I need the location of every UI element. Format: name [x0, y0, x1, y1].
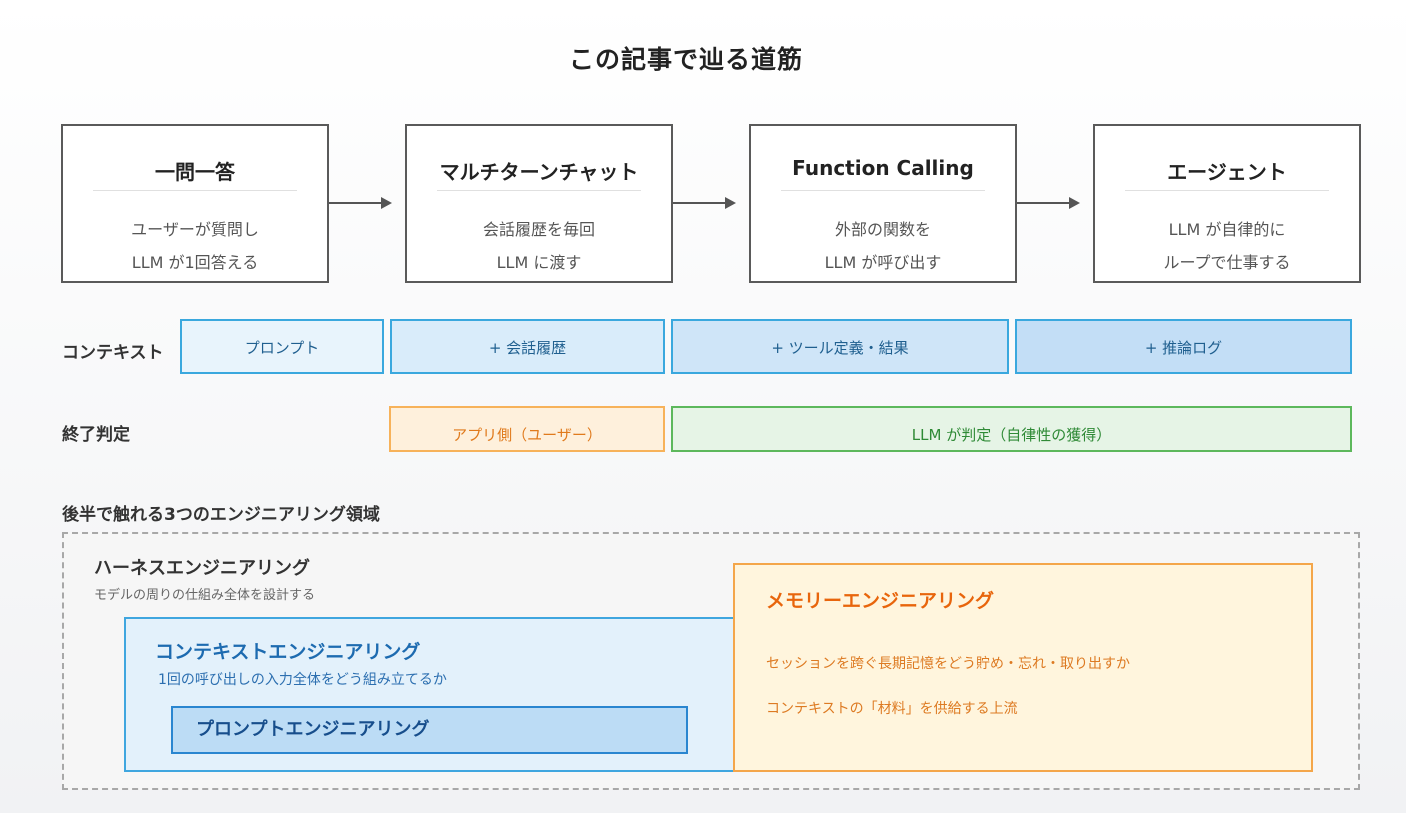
termination-app-side: アプリ側（ユーザー）	[389, 406, 665, 452]
stage-single-qa: 一問一答 ユーザーが質問し LLM が1回答える	[61, 124, 329, 283]
context-engineering-desc: 1回の呼び出しの入力全体をどう組み立てるか	[158, 672, 447, 688]
memory-engineering-desc: セッションを跨ぐ長期記憶をどう貯め・忘れ・取り出すか	[766, 656, 1130, 672]
arrow-right	[673, 197, 736, 209]
prompt-engineering-area: プロンプトエンジニアリング	[171, 706, 688, 754]
stage-title: Function Calling	[781, 156, 985, 191]
section-heading: 後半で触れる3つのエンジニアリング領域	[62, 505, 380, 525]
termination-row-label: 終了判定	[62, 425, 130, 445]
stage-title: エージェント	[1125, 156, 1329, 191]
context-segment-reasoning: + 推論ログ	[1015, 319, 1352, 374]
stage-desc: 外部の関数を LLM が呼び出す	[824, 220, 942, 272]
harness-title: ハーネスエンジニアリング	[94, 558, 310, 579]
harness-desc: モデルの周りの仕組み全体を設計する	[94, 588, 316, 603]
stage-desc: LLM が自律的に ループで仕事する	[1163, 220, 1291, 272]
termination-llm-judge: LLM が判定（自律性の獲得）	[671, 406, 1352, 452]
context-segment-prompt: プロンプト	[180, 319, 384, 374]
context-segment-history: + 会話履歴	[390, 319, 665, 374]
context-row-label: コンテキスト	[62, 343, 164, 363]
memory-engineering-desc: コンテキストの「材料」を供給する上流	[766, 701, 1018, 717]
stage-desc: ユーザーが質問し LLM が1回答える	[131, 220, 259, 272]
stage-desc: 会話履歴を毎回 LLM に渡す	[482, 220, 595, 272]
memory-engineering-area	[733, 563, 1313, 772]
arrow-right	[1017, 197, 1080, 209]
memory-engineering-title: メモリーエンジニアリング	[766, 590, 995, 612]
context-engineering-title: コンテキストエンジニアリング	[155, 641, 421, 663]
stage-agent: エージェント LLM が自律的に ループで仕事する	[1093, 124, 1361, 283]
stage-title: 一問一答	[93, 156, 297, 191]
stage-title: マルチターンチャット	[437, 156, 641, 191]
context-segment-tools: + ツール定義・結果	[671, 319, 1009, 374]
stage-function-calling: Function Calling 外部の関数を LLM が呼び出す	[749, 124, 1017, 283]
page-title: この記事で辿る道筋	[568, 45, 803, 74]
stage-multiturn-chat: マルチターンチャット 会話履歴を毎回 LLM に渡す	[405, 124, 673, 283]
arrow-right	[329, 197, 392, 209]
